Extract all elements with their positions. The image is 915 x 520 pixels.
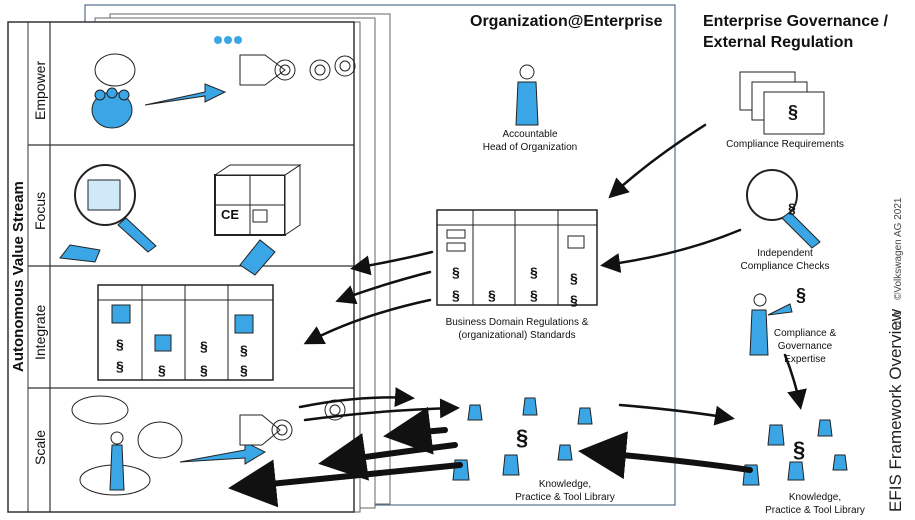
paragraph-symbol: § xyxy=(516,425,529,450)
value-stream-panel xyxy=(7,21,355,513)
organization-heading: Organization@Enterprise xyxy=(470,13,663,30)
paragraph-symbol: § xyxy=(793,437,806,462)
compliance-checks-label: Independent Compliance Checks xyxy=(740,248,830,272)
thick-arrows xyxy=(228,406,753,508)
stage-label-empower: Empower xyxy=(32,60,48,120)
paragraph-symbol: § xyxy=(116,358,124,374)
compliance-requirements-label: Compliance Requirements xyxy=(726,139,844,150)
paragraph-symbol: § xyxy=(116,336,124,352)
inner-library-figures xyxy=(452,397,593,481)
inner-library-label: Knowledge, Practice & Tool Library xyxy=(515,479,615,503)
regulations-board xyxy=(436,209,598,306)
paragraph-symbol: § xyxy=(240,362,248,378)
head-of-organization-figure xyxy=(515,64,539,126)
copyright-label: ©Volkswagen AG 2021 xyxy=(893,197,904,300)
paragraph-symbol: § xyxy=(530,264,538,280)
paragraph-symbol: § xyxy=(158,362,166,378)
version-label: v1.0 xyxy=(893,311,904,330)
paragraph-symbol: § xyxy=(570,270,578,286)
stage-label-integrate: Integrate xyxy=(32,304,48,360)
regulations-label: Business Domain Regulations & (organizat… xyxy=(445,317,589,341)
paragraph-symbol: § xyxy=(796,285,807,305)
outer-library-label: Knowledge, Practice & Tool Library xyxy=(765,492,865,516)
head-of-organization-label: Accountable Head of Organization xyxy=(482,129,578,153)
paragraph-symbol: § xyxy=(452,264,460,280)
paragraph-symbol: § xyxy=(788,102,799,122)
integrate-board xyxy=(97,284,274,381)
paragraph-symbol: § xyxy=(240,342,248,358)
stage-label-scale: Scale xyxy=(32,429,48,465)
paragraph-symbol: § xyxy=(200,338,208,354)
expertise-figure xyxy=(749,293,793,356)
compliance-checks-magnifier xyxy=(746,169,821,249)
paragraph-symbol: § xyxy=(452,287,460,303)
compliance-documents xyxy=(739,71,825,135)
paragraph-symbol: § xyxy=(530,287,538,303)
empower-illustration xyxy=(91,36,356,129)
scale-illustration xyxy=(71,395,346,496)
paragraph-symbol: § xyxy=(788,200,796,216)
governance-heading-line2: External Regulation xyxy=(703,34,854,51)
stream-label: Autonomous Value Stream xyxy=(10,181,27,372)
expertise-label: Compliance & Governance Expertise xyxy=(773,328,837,365)
focus-illustration xyxy=(59,164,302,276)
governance-heading-line1: Enterprise Governance / xyxy=(703,13,888,30)
paragraph-symbol: § xyxy=(200,362,208,378)
paragraph-symbol: § xyxy=(488,287,496,303)
ce-mark: CE xyxy=(221,207,240,222)
stage-label-focus: Focus xyxy=(32,191,48,230)
flow-arrows xyxy=(298,123,807,426)
framework-title: EFIS Framework Overview xyxy=(886,308,905,512)
paragraph-symbol: § xyxy=(570,292,578,308)
outer-library-figures xyxy=(742,419,848,486)
